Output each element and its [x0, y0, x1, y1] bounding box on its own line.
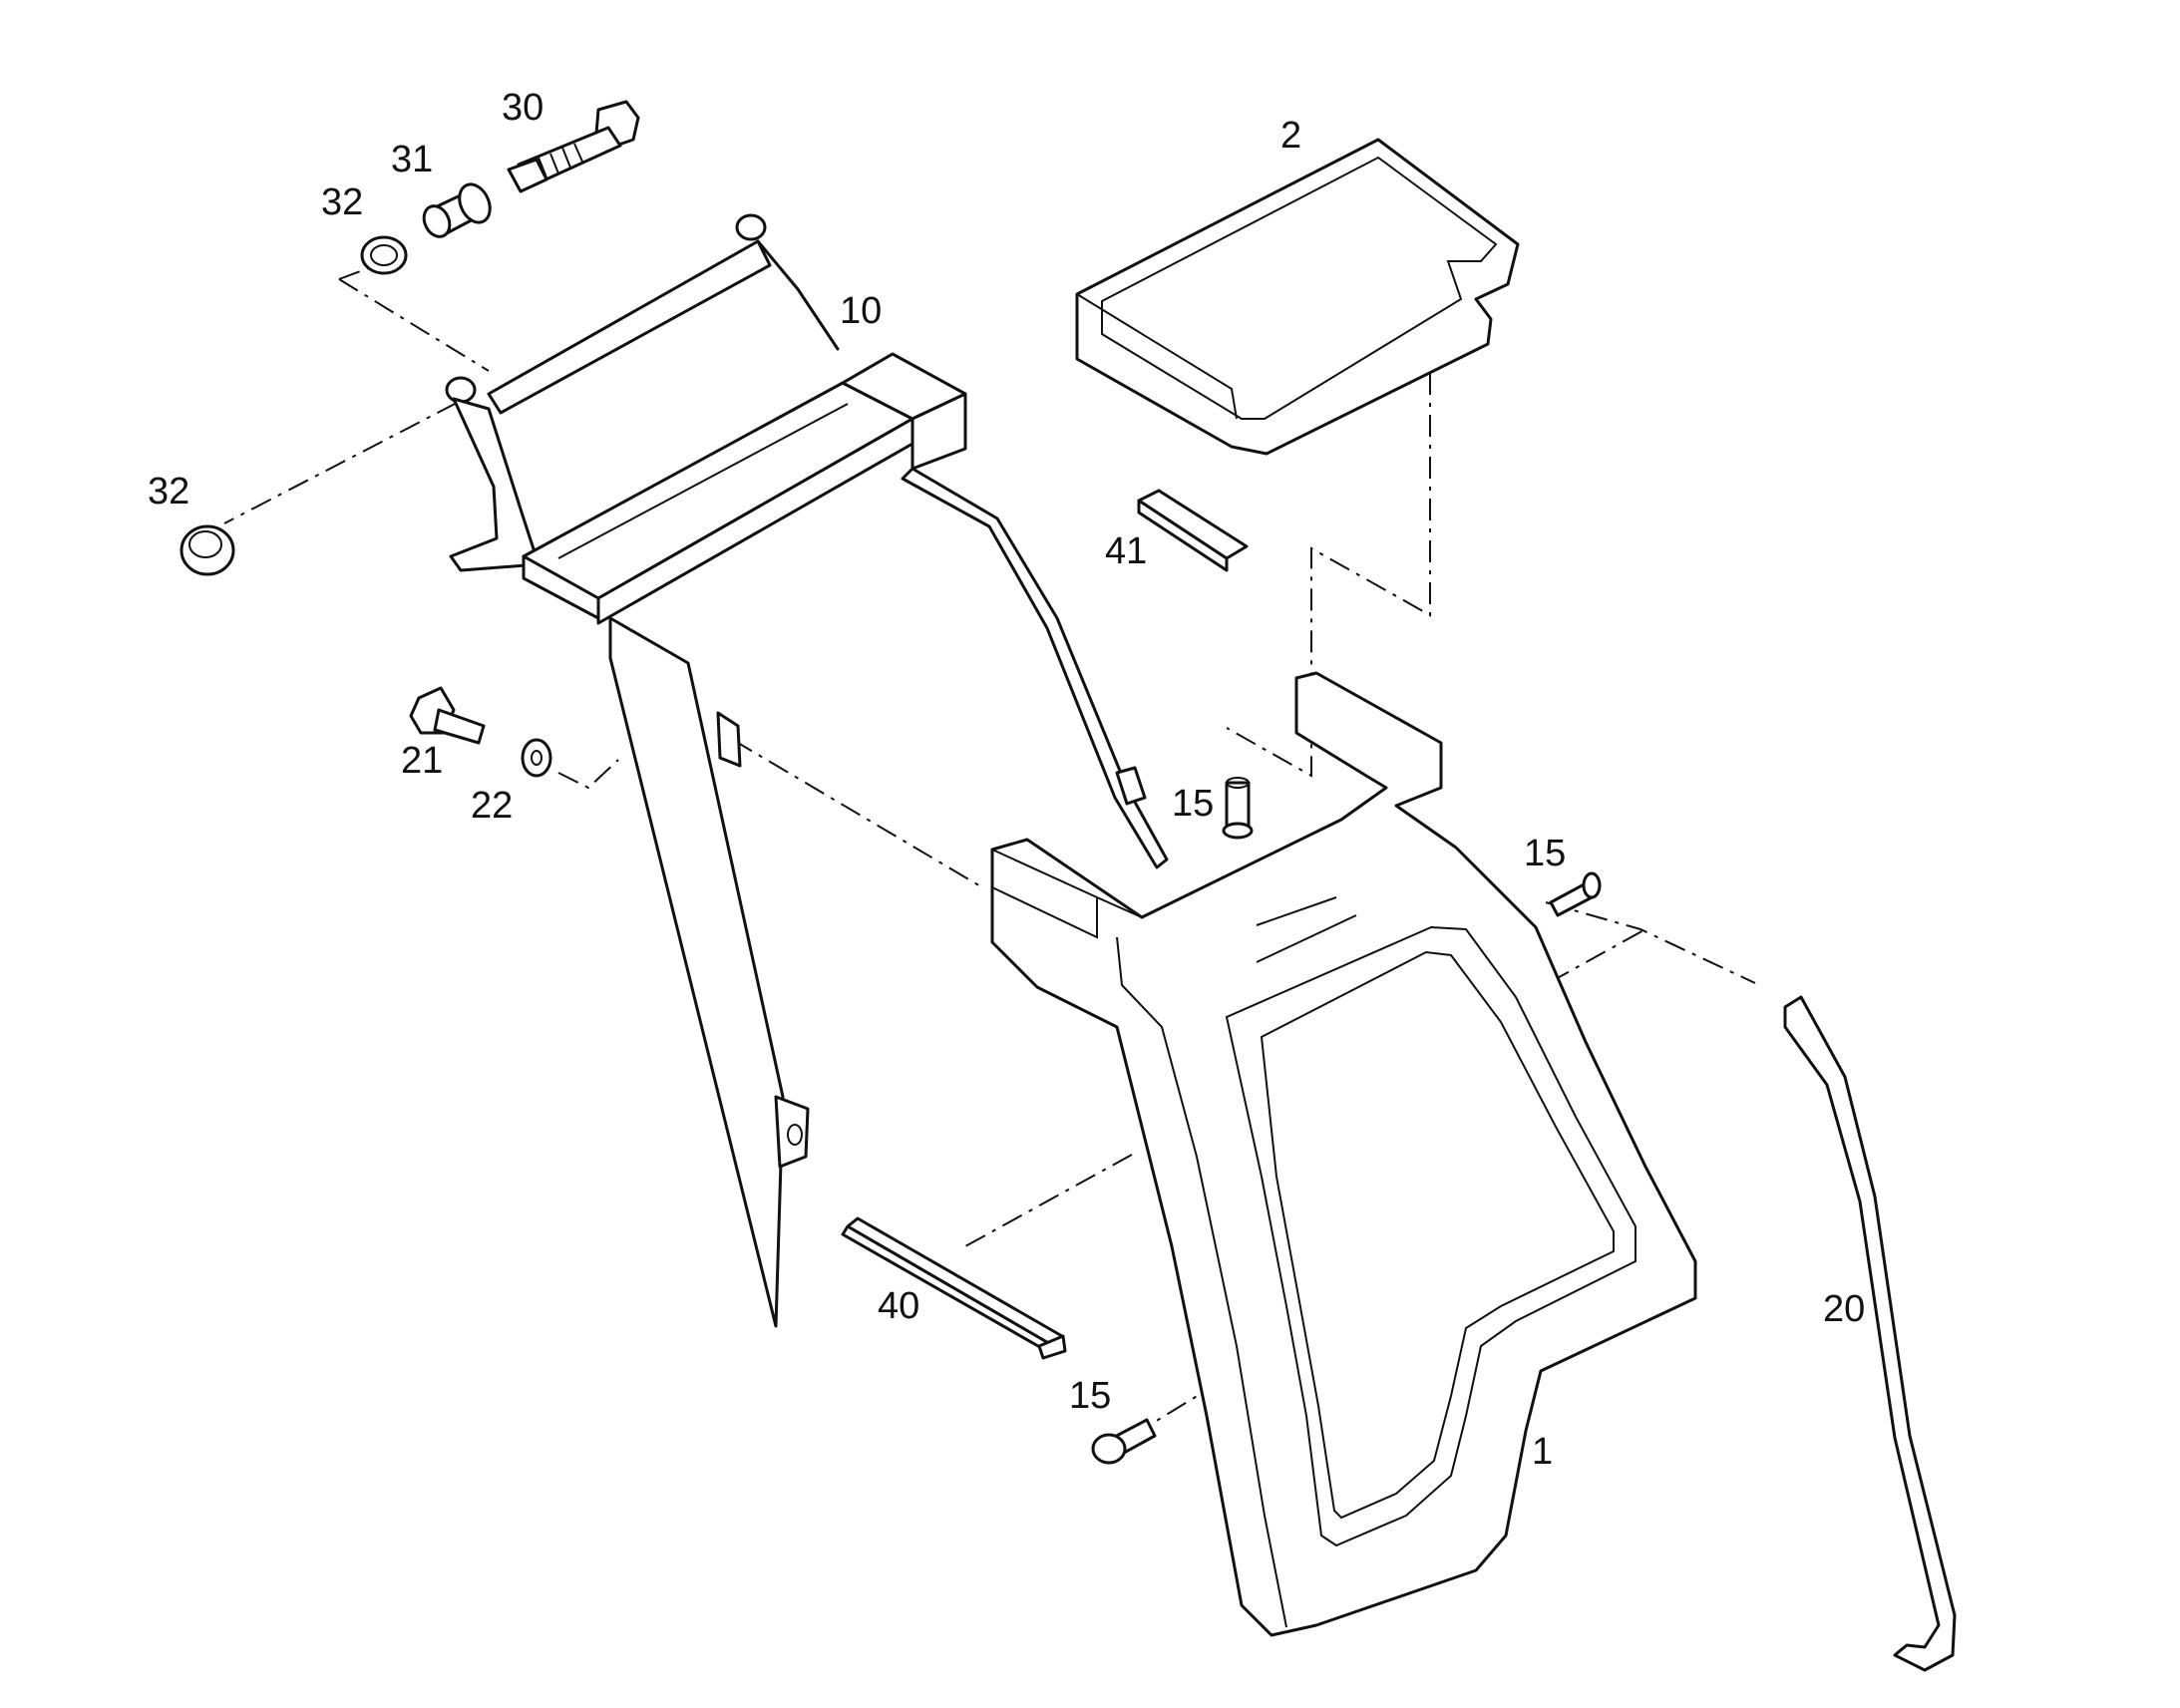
part-32-cap-left — [180, 524, 235, 576]
callout-21: 21 — [401, 740, 443, 782]
callout-22: 22 — [471, 785, 513, 827]
part-41-seal-strip — [1137, 489, 1249, 572]
callout-31: 31 — [391, 139, 433, 180]
callout-20: 20 — [1823, 1288, 1865, 1330]
part-15-pin-bottom — [1091, 1418, 1157, 1465]
callout-1: 1 — [1532, 1431, 1553, 1473]
part-40-edge-trim — [841, 1216, 1067, 1360]
callout-32-top: 32 — [321, 181, 363, 223]
callout-32-left: 32 — [148, 471, 189, 512]
callout-2: 2 — [1280, 115, 1301, 157]
callout-30: 30 — [502, 87, 544, 129]
part-15-pin-top — [1222, 777, 1254, 840]
part-2-top-cover — [1075, 138, 1520, 456]
part-30-hex-bolt — [507, 100, 640, 193]
part-32-cap-top — [360, 235, 408, 275]
part-20-rubber-seal — [1783, 995, 1957, 1672]
part-10-tray-bracket — [445, 213, 1169, 1328]
callout-40: 40 — [878, 1285, 919, 1327]
part-31-bushing — [422, 182, 492, 238]
part-21-bolt — [409, 686, 486, 745]
part-22-washer — [521, 738, 552, 778]
part-15-pin-right — [1549, 871, 1602, 917]
callout-41: 41 — [1105, 530, 1147, 572]
callout-labels: 30 31 32 32 2 10 41 21 22 15 15 15 40 20… — [148, 87, 1865, 1473]
callout-15-bottom: 15 — [1069, 1375, 1111, 1417]
callout-10: 10 — [840, 290, 882, 332]
callout-15-right: 15 — [1524, 833, 1566, 874]
part-1-side-panel — [990, 671, 1697, 1637]
callout-15-top: 15 — [1172, 783, 1214, 825]
